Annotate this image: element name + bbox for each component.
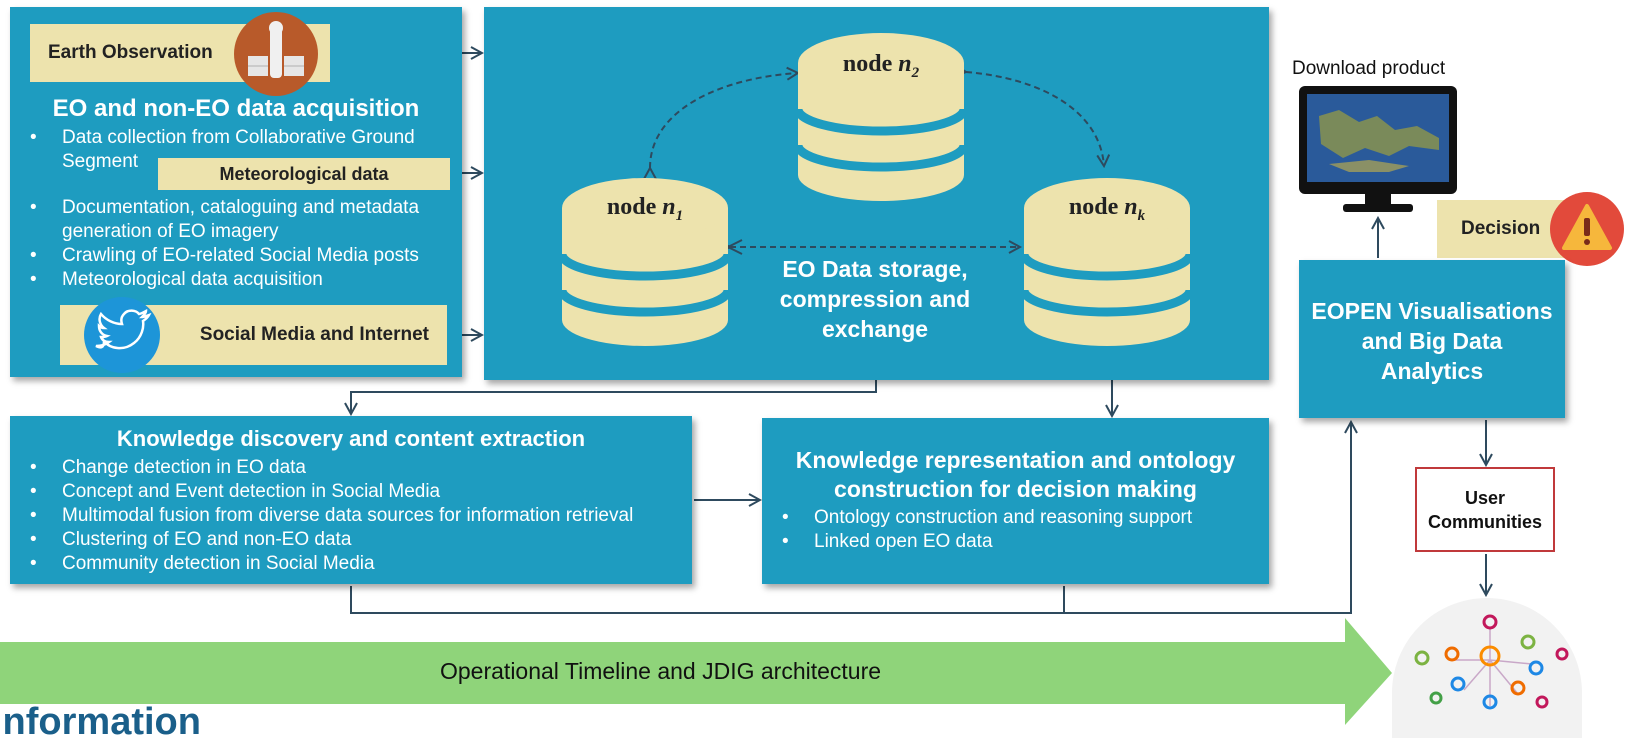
storage-caption-line: compression and [779,286,971,312]
partial-heading: Information [0,701,201,743]
node-var: n [1124,194,1138,220]
storage-caption-line: exchange [821,316,929,342]
list-item: Linked open EO data [762,530,1269,554]
representation-title-line: Knowledge representation and ontology [795,447,1236,473]
discovery-title: Knowledge discovery and content extracti… [116,426,586,451]
list-item: Change detection in EO data [10,456,692,480]
meteorological-tag: Meteorological data [158,158,450,190]
discovery-list: Change detection in EO data Concept and … [10,456,692,576]
representation-list: Ontology construction and reasoning supp… [762,506,1269,554]
storage-dashed-links [0,0,1635,255]
list-item: Documentation, cataloguing and metadata … [10,196,460,244]
community-network-icon [1392,598,1582,738]
storage-node-2: node n2 [793,25,969,203]
node-prefix: node [606,194,657,220]
visualisation-panel [1299,260,1565,418]
meteorological-label: Meteorological data [219,163,389,184]
list-item: Crawling of EO-related Social Media post… [10,244,460,268]
visualisation-line: EOPEN Visualisations [1311,298,1553,324]
list-item: Meteorological data acquisition [10,268,460,292]
node-k-label: node nk [1024,194,1190,225]
storage-node-1: node n1 [557,170,733,350]
communities-line: Communities [1427,511,1542,532]
download-product-label: Download product [1292,58,1446,79]
node-var: n [662,194,676,220]
decision-label: Decision [1461,218,1541,239]
communities-line: User [1464,487,1506,508]
user-communities-box: User Communities [1415,467,1555,552]
storage-node-k: node nk [1019,170,1195,350]
representation-title: Knowledge representation and ontology co… [762,446,1269,504]
twitter-bird-icon [84,297,160,373]
acquisition-list-2: Documentation, cataloguing and metadata … [10,196,460,292]
timeline-label: Operational Timeline and JDIG architectu… [440,658,882,684]
list-item: Concept and Event detection in Social Me… [10,480,692,504]
node-sub: k [1137,207,1146,224]
list-item: Community detection in Social Media [10,552,692,576]
earth-observation-label: Earth Observation [48,42,213,63]
node-prefix: node [842,51,893,77]
representation-panel [762,418,1269,584]
list-item: Data collection from Collaborative Groun… [10,126,440,174]
database-cylinder-icon [557,178,733,346]
list-item: Clustering of EO and non-EO data [10,528,692,552]
storage-caption: EO Data storage, compression and exchang… [740,254,1010,344]
database-cylinder-icon [1019,178,1195,346]
connector-lines [0,0,1635,725]
timeline-arrow [0,618,1392,725]
visualisation-line: and Big Data [1361,328,1503,354]
warning-icon [1550,192,1624,266]
node-1-label: node n1 [562,194,728,225]
visualisation-line: Analytics [1380,358,1484,384]
node-var: n [898,51,912,77]
storage-caption-line: EO Data storage, [782,256,968,282]
representation-title-line: construction for decision making [834,476,1197,502]
monitor-icon [1299,86,1457,218]
visualisation-title: EOPEN Visualisations and Big Data Analyt… [1299,296,1565,386]
list-item: Ontology construction and reasoning supp… [762,506,1269,530]
list-item: Multimodal fusion from diverse data sour… [10,504,692,528]
database-cylinder-icon [793,33,969,201]
node-2-label: node n2 [798,51,964,82]
satellite-icon [234,12,318,96]
acquisition-list-1: Data collection from Collaborative Groun… [10,126,440,174]
acquisition-title: EO and non-EO data acquisition [52,95,420,122]
node-prefix: node [1068,194,1119,220]
node-sub: 2 [911,64,920,81]
node-sub: 1 [675,207,684,224]
social-media-label: Social Media and Internet [199,324,429,345]
